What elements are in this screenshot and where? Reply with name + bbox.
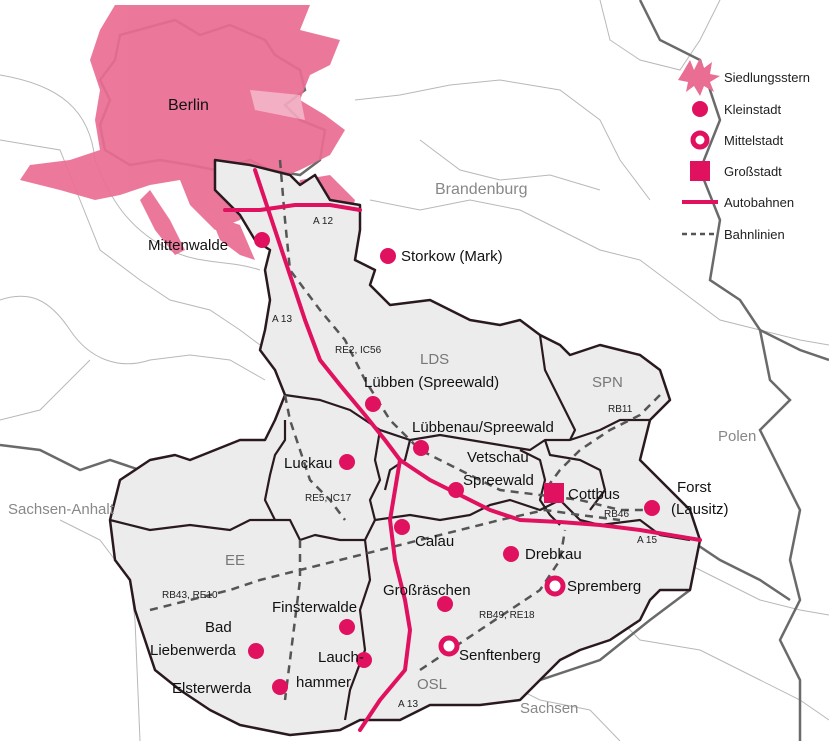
city-label-luebbenau: Lübbenau/Spreewald	[412, 419, 554, 436]
city-label-storkow: Storkow (Mark)	[401, 248, 503, 265]
marker-senftenberg	[438, 635, 460, 657]
legend-item-small-town: Kleinstadt	[692, 101, 781, 117]
square-icon	[690, 161, 710, 181]
route-label-rb46: RB46	[604, 509, 629, 520]
legend: Siedlungsstern Kleinstadt Mittelstadt Gr…	[678, 58, 810, 242]
marker-spremberg	[544, 575, 566, 597]
city-label-bad-liebenwerda-1: Bad	[205, 619, 232, 636]
marker-luckau	[339, 454, 355, 470]
autobahns	[223, 168, 702, 732]
legend-label-settlement-star: Siedlungsstern	[724, 70, 810, 85]
marker-forst	[644, 500, 660, 516]
marker-elsterwerda	[272, 679, 288, 695]
region-label-sachsen: Sachsen	[520, 700, 578, 717]
route-labels: A 12 A 13 RE2, IC56 RE5, IC17 RB11 RB46 …	[162, 216, 657, 710]
marker-vetschau	[448, 482, 464, 498]
city-label-grossraeschen: Großräschen	[383, 582, 471, 599]
marker-luebben	[365, 396, 381, 412]
marker-cottbus	[544, 483, 564, 503]
filled-circle-icon	[692, 101, 708, 117]
settlement-star-icon	[678, 58, 720, 96]
legend-label-small-town: Kleinstadt	[724, 102, 781, 117]
legend-item-settlement-star: Siedlungsstern	[678, 58, 810, 96]
region-labels: Berlin Brandenburg Sachsen-Anhalt Sachse…	[8, 97, 756, 717]
district-label-ee: EE	[225, 552, 245, 569]
route-label-re2: RE2, IC56	[335, 345, 382, 356]
ring-icon	[690, 130, 710, 150]
city-label-mittenwalde: Mittenwalde	[148, 237, 228, 254]
city-label-vetschau-1: Vetschau	[467, 449, 529, 466]
city-label-bad-liebenwerda-2: Liebenwerda	[150, 642, 237, 659]
marker-lauchhammer	[356, 652, 372, 668]
city-label-finsterwalde: Finsterwalde	[272, 599, 357, 616]
region-label-polen: Polen	[718, 428, 756, 445]
route-label-a15: A 15	[637, 535, 657, 546]
route-label-re5: RE5, IC17	[305, 493, 352, 504]
district-label-spn: SPN	[592, 374, 623, 391]
city-label-elsterwerda: Elsterwerda	[172, 680, 252, 697]
railways	[149, 159, 661, 701]
city-label-luebben: Lübben (Spreewald)	[364, 374, 499, 391]
legend-label-railway: Bahnlinien	[724, 227, 785, 242]
marker-finsterwalde	[339, 619, 355, 635]
marker-grossraeschen	[437, 596, 453, 612]
marker-bad-liebenwerda	[248, 643, 264, 659]
city-label-luckau: Luckau	[284, 455, 332, 472]
marker-mittenwalde	[254, 232, 270, 248]
city-label-spremberg: Spremberg	[567, 578, 641, 595]
route-label-a12: A 12	[313, 216, 333, 227]
marker-luebbenau	[413, 440, 429, 456]
city-label-senftenberg: Senftenberg	[459, 647, 541, 664]
marker-drebkau	[503, 546, 519, 562]
city-label-drebkau: Drebkau	[525, 546, 582, 563]
region-label-brandenburg: Brandenburg	[435, 181, 528, 198]
city-label-calau: Calau	[415, 533, 454, 550]
district-labels: LDS SPN EE OSL	[225, 351, 623, 693]
district-label-lds: LDS	[420, 351, 449, 368]
city-labels: Mittenwalde Storkow (Mark) Lübben (Spree…	[148, 237, 729, 697]
legend-item-large-city: Großstadt	[690, 161, 782, 181]
legend-label-medium-town: Mittelstadt	[724, 133, 784, 148]
marker-storkow	[380, 248, 396, 264]
route-label-rb11: RB11	[608, 404, 633, 415]
city-label-forst-1: Forst	[677, 479, 712, 496]
route-label-rb43: RB43, RE10	[162, 590, 218, 601]
district-borders	[109, 334, 691, 721]
city-label-lauchhammer-2: hammer	[296, 674, 351, 691]
route-label-a13-south: A 13	[398, 699, 418, 710]
city-label-cottbus: Cottbus	[568, 486, 620, 503]
legend-item-autobahn: Autobahnen	[682, 195, 794, 210]
city-label-forst-2: (Lausitz)	[671, 501, 729, 518]
city-label-vetschau-2: Spreewald	[463, 472, 534, 489]
city-markers	[248, 232, 660, 695]
legend-label-large-city: Großstadt	[724, 164, 782, 179]
city-label-lauchhammer-1: Lauch-	[318, 649, 364, 666]
marker-calau	[394, 519, 410, 535]
district-label-osl: OSL	[417, 676, 447, 693]
region-label-sachsen-anhalt: Sachsen-Anhalt	[8, 501, 115, 518]
legend-item-medium-town: Mittelstadt	[690, 130, 784, 150]
route-label-a13-north: A 13	[272, 314, 292, 325]
legend-item-railway: Bahnlinien	[682, 227, 785, 242]
region-label-berlin: Berlin	[168, 97, 209, 114]
route-label-rb49: RB49, RE18	[479, 610, 535, 621]
legend-label-autobahn: Autobahnen	[724, 195, 794, 210]
